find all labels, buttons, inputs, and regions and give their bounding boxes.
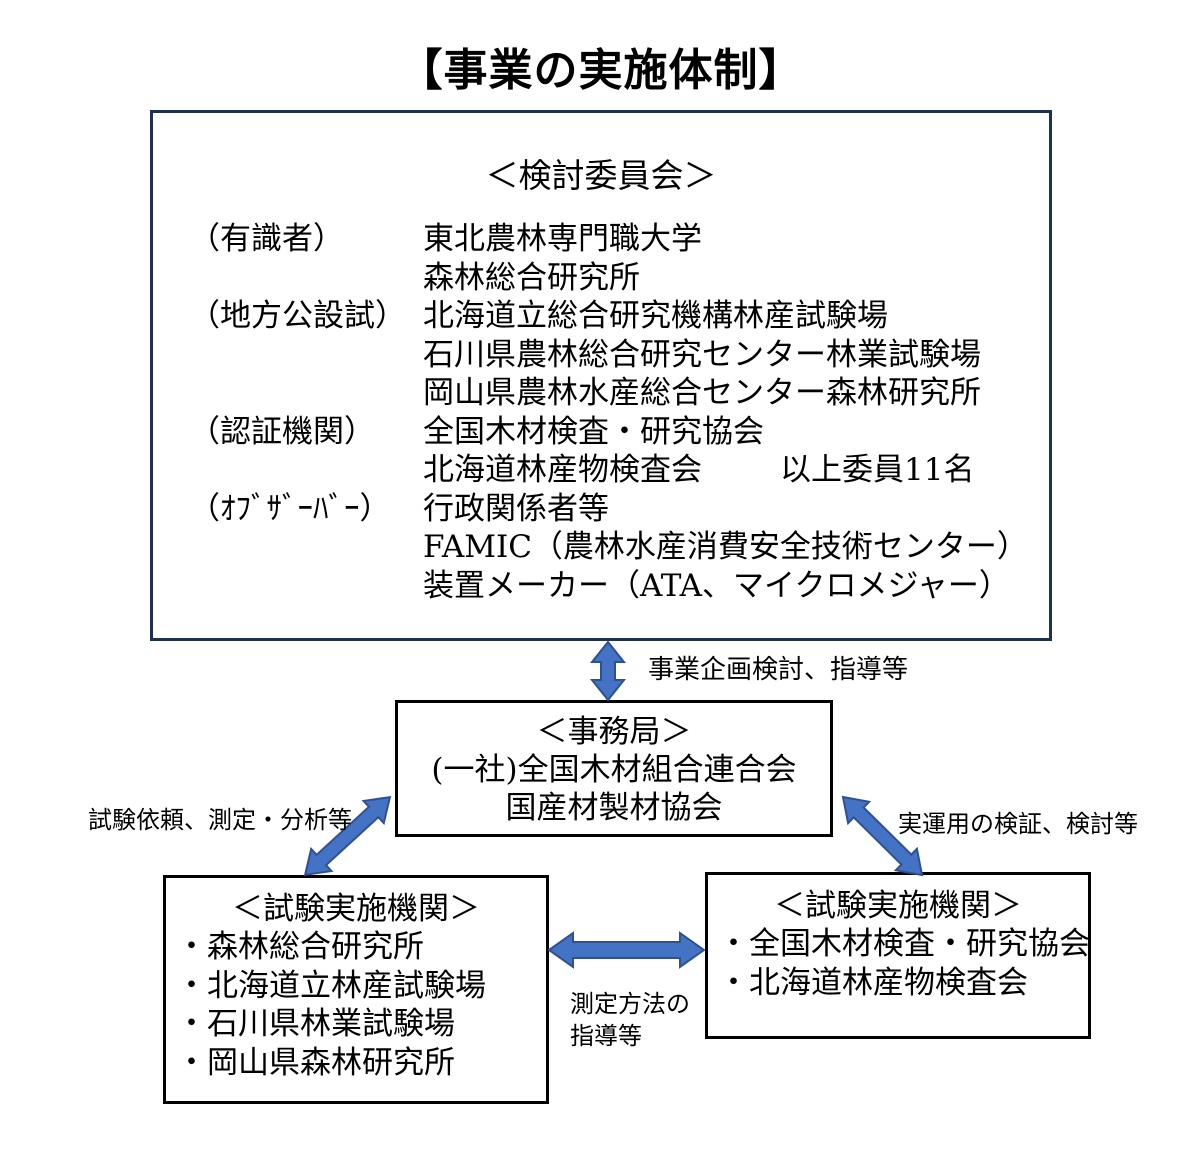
secretariat-org: 国産材製材協会 xyxy=(505,790,723,826)
member-name: 北海道林産物検査会 xyxy=(423,452,702,488)
member-name: 森林総合研究所 xyxy=(423,259,640,296)
test-org-items: ・森林総合研究所 ・北海道立林産試験場 ・石川県林業試験場 ・岡山県森林研究所 xyxy=(166,928,546,1082)
committee-row: FAMIC（農林水産消費安全技術センター） xyxy=(189,528,1041,567)
member-category xyxy=(189,528,423,567)
member-name: 岡山県農林水産総合センター森林研究所 xyxy=(423,375,981,411)
member-category: （ｵﾌﾞｻﾞｰﾊﾞｰ） xyxy=(189,490,391,527)
org-item: ・北海道林産物検査会 xyxy=(718,964,1028,1001)
member-category xyxy=(189,451,423,490)
committee-heading: ＜検討委員会＞ xyxy=(485,156,717,195)
org-item: ・北海道立林産試験場 xyxy=(176,967,486,1004)
test-org-heading: ＜試験実施機関＞ xyxy=(774,888,1022,924)
member-category: （有識者） xyxy=(189,221,344,257)
committee-row: （有識者） 東北農林専門職大学 xyxy=(189,220,1041,259)
member-category xyxy=(189,567,423,606)
org-item: ・石川県林業試験場 xyxy=(176,1006,455,1042)
arrow-label-bottom-line1: 測定方法の xyxy=(570,990,690,1018)
arrow-label-bottom-line2: 指導等 xyxy=(570,1022,642,1050)
secretariat-box: ＜事務局＞ (一社)全国木材組合連合会 国産材製材協会 xyxy=(395,700,833,837)
arrow-label-bottom: 測定方法の 指導等 xyxy=(570,988,690,1052)
member-name: FAMIC（農林水産消費安全技術センター） xyxy=(423,529,1028,565)
page-title: 【事業の実施体制】 xyxy=(398,45,804,96)
test-org-box-right: ＜試験実施機関＞ ・全国木材検査・研究協会 ・北海道林産物検査会 xyxy=(705,872,1091,1039)
committee-box: ＜検討委員会＞ （有識者） 東北農林専門職大学 森林総合研究所 （地方公設試） … xyxy=(150,110,1052,641)
double-arrow-horizontal-icon xyxy=(547,931,706,969)
secretariat-heading: ＜事務局＞ xyxy=(536,714,692,750)
committee-row: （認証機関） 全国木材検査・研究協会 xyxy=(189,413,1041,452)
org-item: ・森林総合研究所 xyxy=(176,929,424,965)
committee-member-list: （有識者） 東北農林専門職大学 森林総合研究所 （地方公設試） 北海道立総合研究… xyxy=(189,220,1041,605)
committee-row: 岡山県農林水産総合センター森林研究所 xyxy=(189,374,1041,413)
secretariat-org: (一社)全国木材組合連合会 xyxy=(431,752,797,788)
member-category xyxy=(189,259,423,298)
member-category xyxy=(189,374,423,413)
member-category xyxy=(189,336,423,375)
member-name: 行政関係者等 xyxy=(423,490,609,527)
committee-row: 北海道林産物検査会 以上委員11名 xyxy=(189,451,1041,490)
member-name: 装置メーカー（ATA、マイクロメジャー） xyxy=(423,567,1010,604)
committee-row: 石川県農林総合研究センター林業試験場 xyxy=(189,336,1041,375)
test-org-heading: ＜試験実施機関＞ xyxy=(232,891,480,927)
test-org-box-left: ＜試験実施機関＞ ・森林総合研究所 ・北海道立林産試験場 ・石川県林業試験場 ・… xyxy=(163,875,549,1104)
org-item: ・岡山県森林研究所 xyxy=(176,1044,455,1081)
test-org-items: ・全国木材検査・研究協会 ・北海道林産物検査会 xyxy=(708,925,1090,1002)
member-name: 北海道立総合研究機構林産試験場 xyxy=(423,298,888,334)
double-arrow-diagonal-left-icon xyxy=(303,795,392,877)
committee-row: 森林総合研究所 xyxy=(189,259,1041,298)
member-category: （認証機関） xyxy=(189,413,375,450)
org-item: ・全国木材検査・研究協会 xyxy=(718,926,1090,962)
arrow-label-top: 事業企画検討、指導等 xyxy=(648,655,909,685)
double-arrow-vertical-icon xyxy=(589,640,627,702)
member-name: 全国木材検査・研究協会 xyxy=(423,413,764,450)
arrow-label-left: 試験依頼、測定・分析等 xyxy=(88,806,352,834)
member-name: 東北農林専門職大学 xyxy=(423,221,702,257)
member-name: 石川県農林総合研究センター林業試験場 xyxy=(423,336,981,373)
member-count-note: 以上委員11名 xyxy=(780,452,975,488)
committee-row: （ｵﾌﾞｻﾞｰﾊﾞｰ） 行政関係者等 xyxy=(189,490,1041,529)
member-category: （地方公設試） xyxy=(189,298,406,334)
committee-row: （地方公設試） 北海道立総合研究機構林産試験場 xyxy=(189,297,1041,336)
arrow-label-right: 実運用の検証、検討等 xyxy=(898,810,1138,838)
committee-row: 装置メーカー（ATA、マイクロメジャー） xyxy=(189,567,1041,606)
